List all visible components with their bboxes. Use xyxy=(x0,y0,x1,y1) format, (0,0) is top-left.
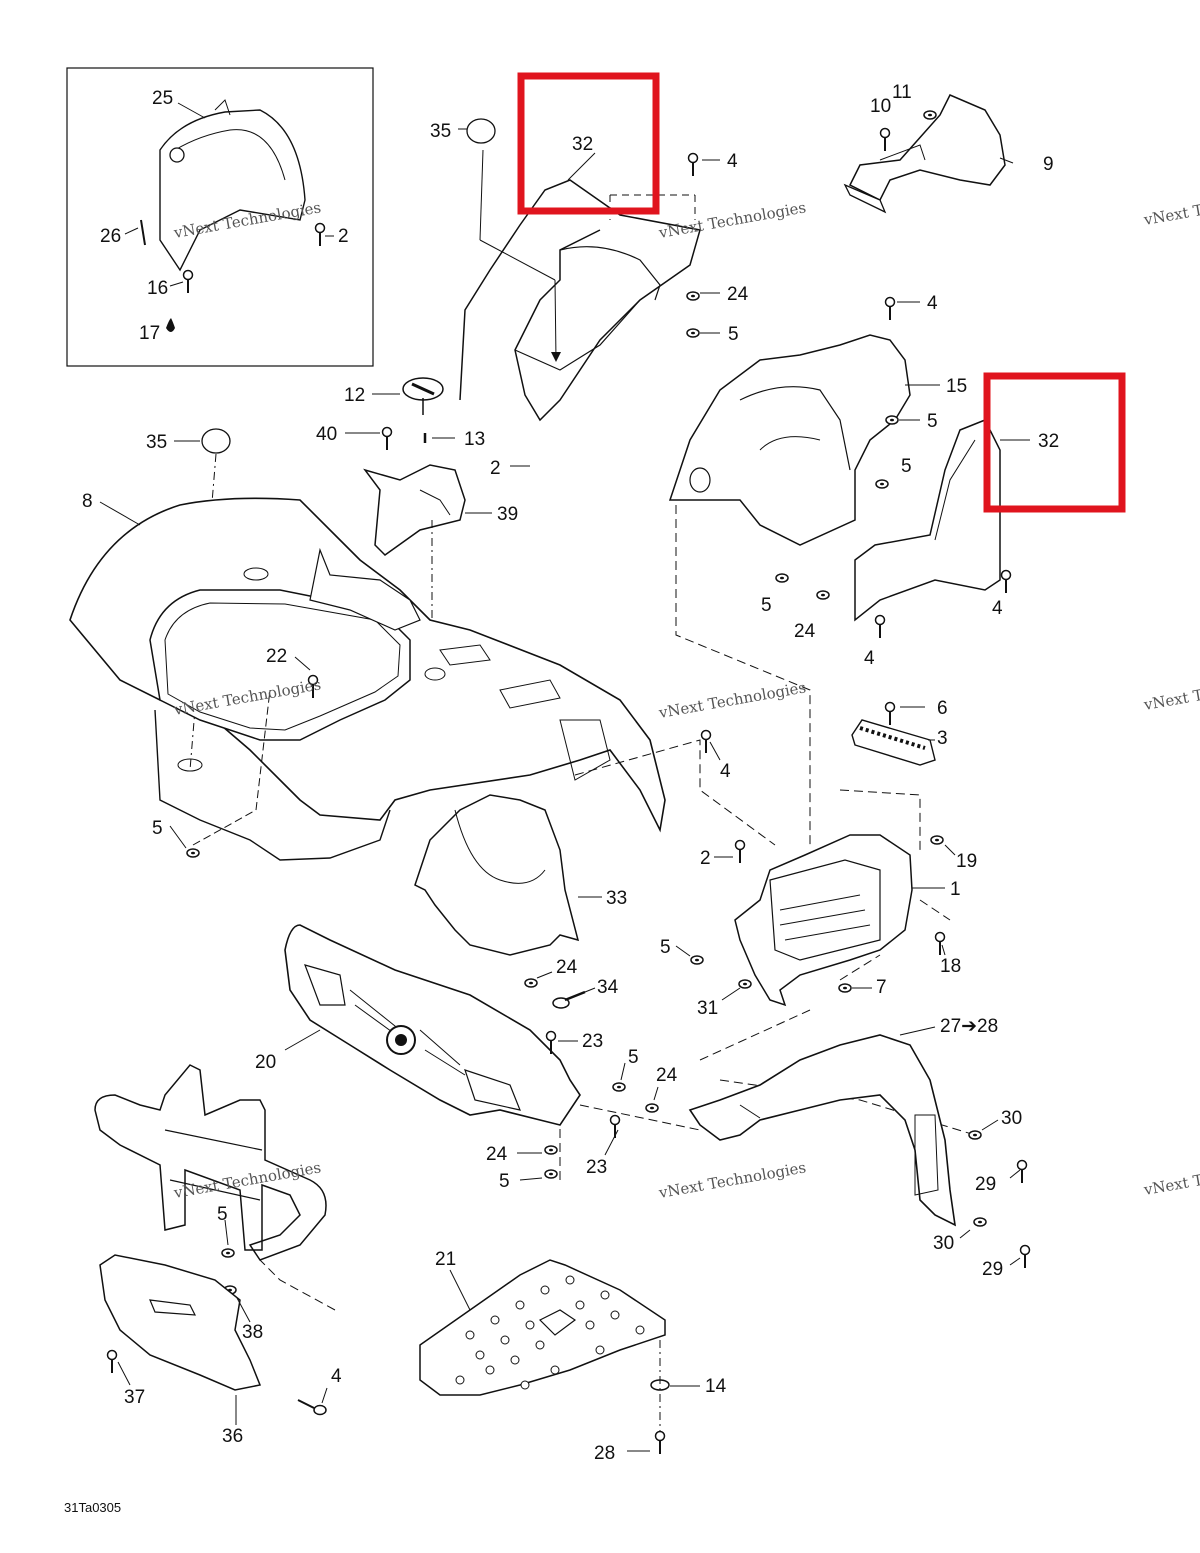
callout-25: 25 xyxy=(152,88,173,109)
callout-5: 5 xyxy=(152,818,163,839)
callout-40: 40 xyxy=(316,424,337,445)
callout-9: 9 xyxy=(1043,154,1054,175)
front-skid-36 xyxy=(99,1254,262,1391)
inset-panel xyxy=(66,67,374,367)
callout-24: 24 xyxy=(727,284,749,305)
callout-24: 24 xyxy=(794,621,816,642)
callout-29: 29 xyxy=(975,1174,996,1195)
callout-7: 7 xyxy=(876,977,887,998)
svg-text:vNext Technologies: vNext Technologies xyxy=(1142,670,1200,714)
callout-leaders xyxy=(99,102,1030,1452)
callout-21: 21 xyxy=(435,1249,456,1270)
callout-5: 5 xyxy=(660,937,671,958)
callout-24: 24 xyxy=(486,1144,508,1165)
callout-20: 20 xyxy=(255,1052,276,1073)
callout-5: 5 xyxy=(217,1204,228,1225)
front-inner-fender-right xyxy=(668,334,911,546)
leader-lines xyxy=(259,505,976,1311)
front-body-8 xyxy=(69,497,666,861)
diagram-reference-code: 31Ta0305 xyxy=(64,1500,122,1515)
callout-10: 10 xyxy=(870,96,891,117)
callout-15: 15 xyxy=(946,376,967,397)
highlight-box-32-right xyxy=(983,372,1126,513)
svg-text:vNext Technologies: vNext Technologies xyxy=(657,1158,808,1202)
svg-text:vNext Technologies: vNext Technologies xyxy=(1142,1155,1200,1199)
callout-24: 24 xyxy=(556,957,578,978)
callout-17: 17 xyxy=(139,323,160,344)
callout-5: 5 xyxy=(761,595,772,616)
deflector-33 xyxy=(414,794,580,956)
callout-28: 28 xyxy=(594,1443,615,1464)
callout-5: 5 xyxy=(927,411,938,432)
callout-5: 5 xyxy=(901,456,912,477)
callout-12: 12 xyxy=(344,385,365,406)
callout-24: 24 xyxy=(656,1065,678,1086)
bracket-39 xyxy=(363,464,466,556)
skid-plate-21 xyxy=(419,1259,666,1396)
callout-4: 4 xyxy=(992,598,1003,619)
svg-text:vNext Technologies: vNext Technologies xyxy=(1142,185,1200,229)
callout-5: 5 xyxy=(628,1047,639,1068)
front-inner-fender-left xyxy=(459,149,701,422)
callout-16: 16 xyxy=(147,278,168,299)
callout-2: 2 xyxy=(700,848,711,869)
rubber-strip-3 xyxy=(851,719,936,766)
callout-23: 23 xyxy=(582,1031,603,1052)
callout-4: 4 xyxy=(927,293,938,314)
callout-30: 30 xyxy=(1001,1108,1022,1129)
callout-30: 30 xyxy=(933,1233,954,1254)
callout-8: 8 xyxy=(82,491,93,512)
svg-text:vNext Technologies: vNext Technologies xyxy=(657,678,808,722)
callout-3: 3 xyxy=(937,728,948,749)
callout-31: 31 xyxy=(697,998,718,1019)
highlight-box-32-top xyxy=(517,72,660,215)
callout-35: 35 xyxy=(146,432,167,453)
callout-14: 14 xyxy=(705,1376,727,1397)
callout-4: 4 xyxy=(727,151,738,172)
callout-29: 29 xyxy=(982,1259,1003,1280)
callout-27-28: 27➔28 xyxy=(940,1016,998,1037)
callout-labels: 25 26 2 16 17 35 32 4 11 10 9 24 5 4 15 … xyxy=(82,82,1059,1464)
callout-6: 6 xyxy=(937,698,948,719)
callout-13: 13 xyxy=(464,429,485,450)
callout-2: 2 xyxy=(490,458,501,479)
callout-5: 5 xyxy=(499,1171,510,1192)
callout-4: 4 xyxy=(864,648,875,669)
bolt-34 xyxy=(552,990,586,1009)
rear-fender-27 xyxy=(688,1034,957,1227)
callout-22: 22 xyxy=(266,646,287,667)
callout-38: 38 xyxy=(242,1322,263,1343)
callout-26: 26 xyxy=(100,226,121,247)
callout-32: 32 xyxy=(572,134,593,155)
callout-39: 39 xyxy=(497,504,518,525)
callout-33: 33 xyxy=(606,888,627,909)
callout-19: 19 xyxy=(956,851,977,872)
brush-guard xyxy=(94,1064,327,1261)
rear-panel-9 xyxy=(843,94,1006,214)
footwell-1 xyxy=(734,834,913,1007)
callout-23: 23 xyxy=(586,1157,607,1178)
callout-35: 35 xyxy=(430,121,451,142)
callout-1: 1 xyxy=(950,879,961,900)
bolt-4-lower xyxy=(297,1399,327,1416)
callout-37: 37 xyxy=(124,1387,145,1408)
callout-2: 2 xyxy=(338,226,349,247)
callout-5: 5 xyxy=(728,324,739,345)
side-panel-32 xyxy=(854,419,1001,622)
callout-36: 36 xyxy=(222,1426,243,1447)
callout-11: 11 xyxy=(892,82,912,103)
front-bumper-20 xyxy=(284,924,581,1126)
callout-32: 32 xyxy=(1038,431,1059,452)
svg-text:vNext Technologies: vNext Technologies xyxy=(657,198,808,242)
callout-18: 18 xyxy=(940,956,961,977)
callout-4: 4 xyxy=(720,761,731,782)
callout-4: 4 xyxy=(331,1366,342,1387)
callout-34: 34 xyxy=(597,977,619,998)
